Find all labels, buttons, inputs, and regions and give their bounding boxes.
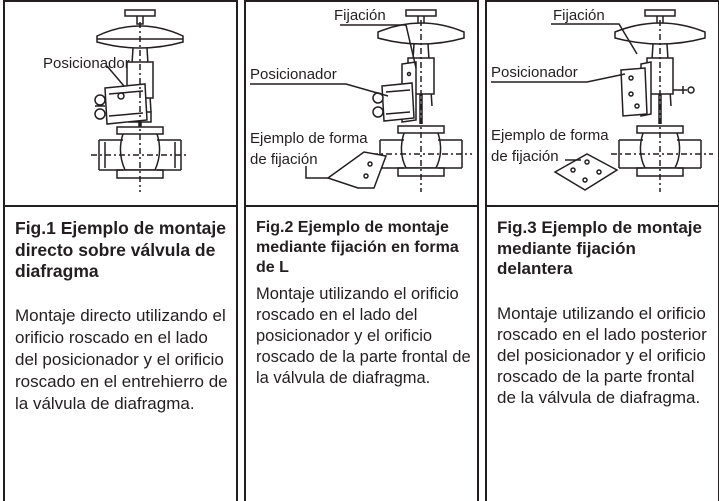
fig1-description: Montaje directo utilizando el orificio r… — [15, 306, 228, 413]
label-positioner: Posicionador — [43, 55, 130, 72]
fig3-illustration: Fijación Posicionador Ejemplo de forma d… — [487, 0, 718, 207]
positioner-icon — [372, 82, 415, 122]
label-fixing: Fijación — [334, 7, 386, 24]
panel-fig3: Fijación Posicionador Ejemplo de forma d… — [485, 0, 719, 501]
label-example-line1: Ejemplo de forma — [491, 127, 609, 144]
fig3-description: Montaje utilizando el orificio roscado e… — [497, 304, 707, 407]
positioner-leader-line — [491, 73, 626, 83]
diaphragm-actuator-icon — [96, 9, 184, 49]
positioner-leader-line — [250, 83, 389, 97]
fig2-illustration: Fijación Posicionador Ejemplo de forma d… — [246, 0, 477, 207]
fig1-caption: Fig.1 Ejemplo de montaje directo sobre v… — [15, 218, 227, 281]
fig2-drawing: Fijación Posicionador Ejemplo de forma d… — [250, 7, 472, 192]
fig1-drawing: Posicionador — [43, 9, 189, 192]
plate-shape-icon — [553, 153, 619, 191]
fixing-leader-line — [340, 24, 417, 69]
label-positioner: Posicionador — [491, 64, 578, 81]
label-positioner: Posicionador — [250, 66, 337, 83]
panel-fig2: Fijación Posicionador Ejemplo de forma d… — [244, 0, 479, 501]
label-fixing: Fijación — [553, 7, 605, 24]
valve-body-icon — [91, 22, 189, 192]
positioner-icon — [620, 67, 695, 117]
fig2-description: Montaje utilizando el orificio roscado e… — [256, 285, 471, 387]
valve-body-icon — [611, 20, 713, 192]
positioner-leader-line — [106, 65, 125, 87]
fixing-leader-line — [551, 23, 638, 55]
label-example-line2: de fijación — [250, 151, 318, 168]
fig1-illustration: Posicionador — [5, 0, 236, 207]
fig3-drawing: Fijación Posicionador Ejemplo de forma d… — [491, 7, 713, 192]
example-leader-line — [305, 166, 328, 179]
panel-fig1: Posicionador Fig.1 Ejemplo de montaje di… — [3, 0, 238, 501]
positioner-icon — [94, 83, 148, 125]
label-example-line2: de fijación — [491, 148, 559, 165]
fig2-caption: Fig.2 Ejemplo de montaje mediante fijaci… — [256, 219, 459, 276]
fig3-caption: Fig.3 Ejemplo de montaje mediante fijaci… — [497, 218, 702, 278]
diaphragm-actuator-icon — [614, 9, 706, 45]
diaphragm-actuator-icon — [377, 9, 465, 45]
bracket-shape-icon — [326, 151, 388, 189]
label-example-line1: Ejemplo de forma — [250, 130, 368, 147]
